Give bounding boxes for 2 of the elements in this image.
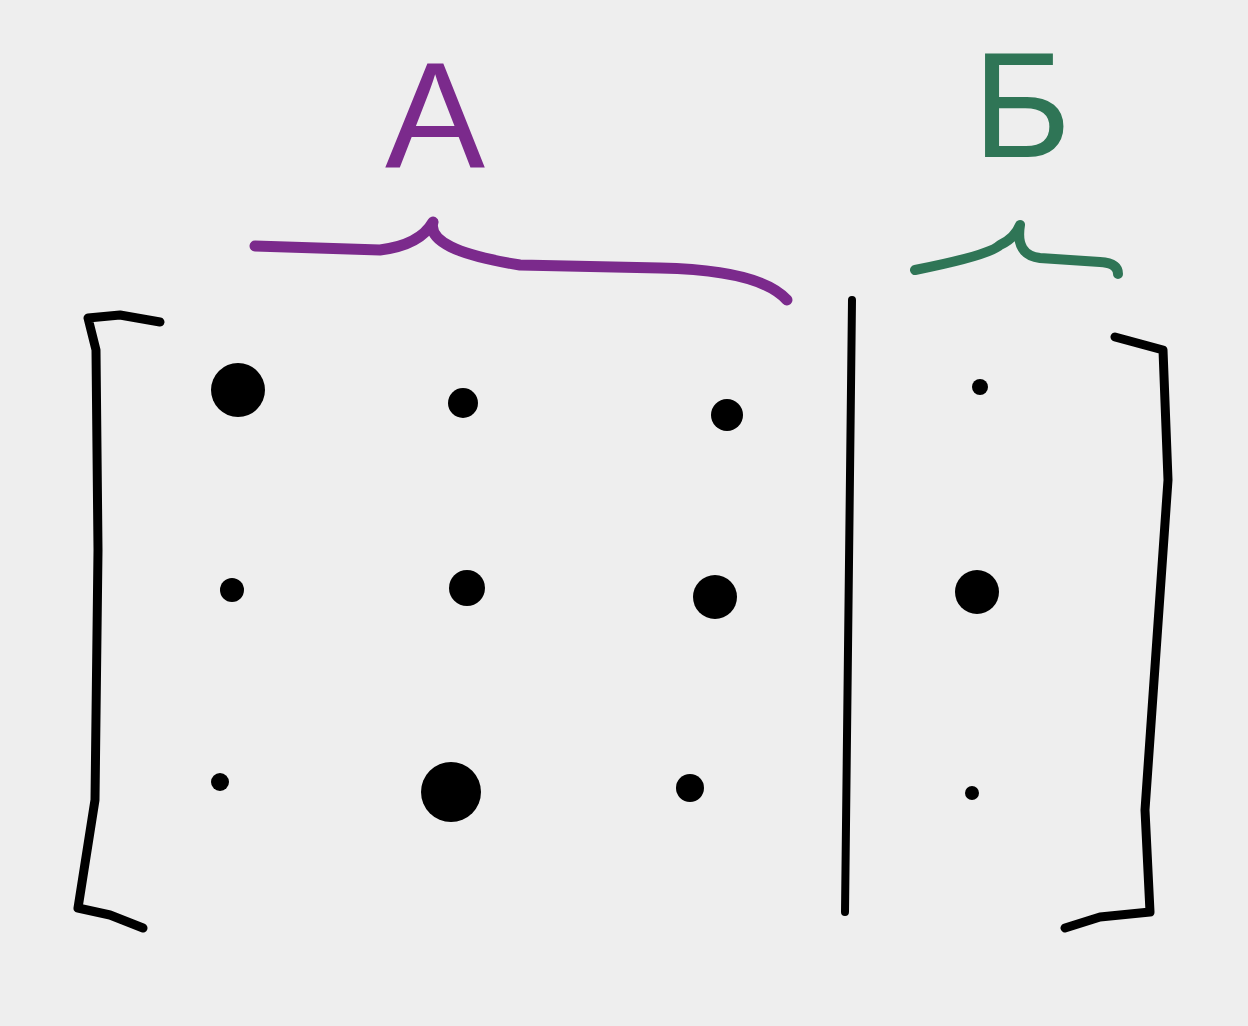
column-group-label: А xyxy=(383,40,487,190)
column-group-label: Б xyxy=(971,30,1073,180)
